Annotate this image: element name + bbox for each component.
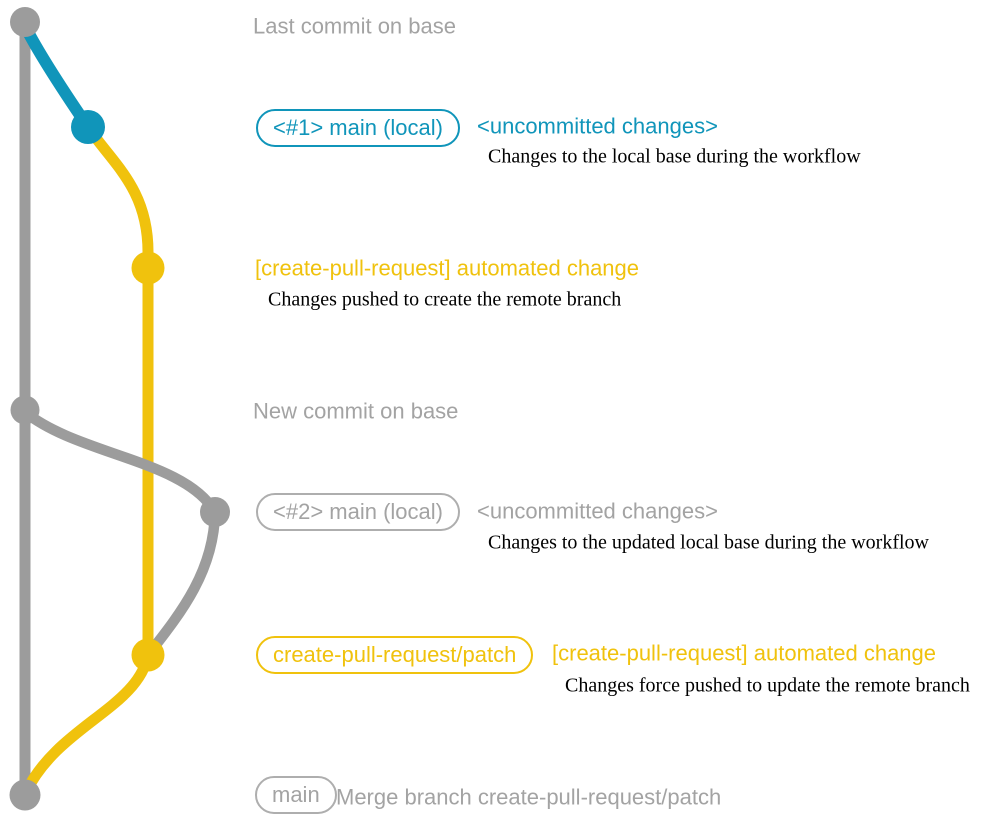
description-uncommitted-changes-2: Changes to the updated local base during… [488, 531, 929, 554]
annotation-uncommitted-changes-1: <uncommitted changes> [477, 113, 718, 139]
patch-merge-curve [20, 649, 154, 798]
branch-badge-main-local-1: <#1> main (local) [256, 109, 460, 147]
uncommitted-2-branch-curve-out [19, 406, 221, 518]
commit-dot-automated-2 [131, 638, 165, 672]
branch-badge-main-local-2: <#2> main (local) [256, 493, 460, 531]
commit-dot-new-base [10, 395, 40, 425]
branch-badge-main: main [255, 776, 337, 814]
description-uncommitted-changes-1: Changes to the local base during the wor… [488, 145, 861, 168]
branch-badge-main-label: main [272, 782, 320, 807]
description-automated-change-2: Changes force pushed to update the remot… [565, 674, 970, 697]
commit-dot-automated-1 [131, 251, 165, 285]
uncommitted-1-branch-curve [19, 20, 94, 133]
branch-badge-create-pull-request-patch-label: create-pull-request/patch [273, 642, 517, 667]
patch-branch-line [82, 121, 154, 661]
uncommitted-2-branch-curve-in [142, 506, 221, 661]
annotation-automated-change-2: [create-pull-request] automated change [552, 640, 937, 666]
commit-dot-uncommitted-1 [71, 110, 105, 144]
commit-dot-uncommitted-2 [200, 497, 230, 527]
annotation-merge-branch: Merge branch create-pull-request/patch [336, 784, 722, 810]
branch-badge-main-local-2-label: <#2> main (local) [273, 499, 443, 524]
annotation-automated-change-1: [create-pull-request] automated change [255, 255, 640, 281]
annotation-last-commit-on-base: Last commit on base [253, 13, 456, 39]
commit-dot-merge [9, 779, 41, 811]
branch-badge-create-pull-request-patch: create-pull-request/patch [256, 636, 534, 674]
branch-badge-main-local-1-label: <#1> main (local) [273, 115, 443, 140]
annotation-uncommitted-changes-2: <uncommitted changes> [477, 498, 718, 524]
commit-dot-last-base [10, 7, 40, 37]
annotation-new-commit-on-base: New commit on base [253, 398, 459, 424]
description-automated-change-1: Changes pushed to create the remote bran… [268, 288, 622, 311]
